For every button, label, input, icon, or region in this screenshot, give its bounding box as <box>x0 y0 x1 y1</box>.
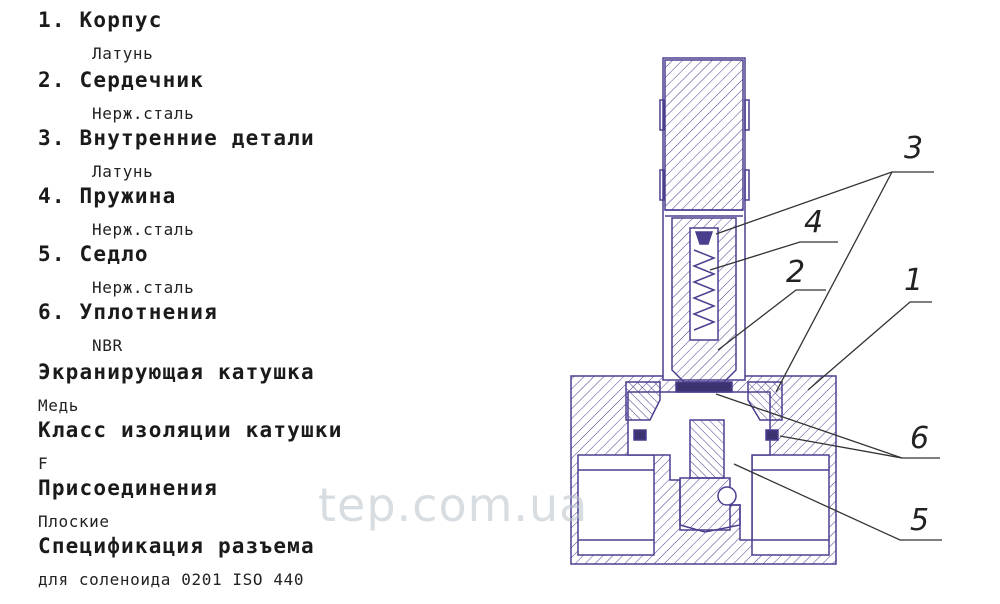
extra-heading-connections: Присоединения <box>38 476 218 500</box>
spec-value-4: Нерж.сталь <box>92 220 195 239</box>
spring <box>691 231 717 331</box>
callout-1: 1 <box>904 263 923 298</box>
spec-value-1: Латунь <box>92 44 154 63</box>
callout-3: 3 <box>904 131 923 166</box>
extra-heading-coil: Экранирующая катушка <box>38 360 315 384</box>
spec-value-5: Нерж.сталь <box>92 278 195 297</box>
spec-value-6: NBR <box>92 336 123 355</box>
spec-list: 1. Корпус Латунь 2. Сердечник Нерж.сталь… <box>38 0 558 604</box>
extra-value-connections: Плоские <box>38 512 110 531</box>
extra-heading-insulation: Класс изоляции катушки <box>38 418 343 442</box>
callout-2: 2 <box>786 255 805 290</box>
valve-seat <box>679 477 741 533</box>
spec-value-3: Латунь <box>92 162 154 181</box>
callout-5: 5 <box>910 503 929 538</box>
inner-parts <box>625 381 783 479</box>
extra-heading-connector: Спецификация разъема <box>38 534 315 558</box>
spec-heading-6: 6. Уплотнения <box>38 300 218 324</box>
fixed-core <box>664 59 744 217</box>
spec-heading-2: 2. Сердечник <box>38 68 205 92</box>
spec-heading-4: 4. Пружина <box>38 184 177 208</box>
spec-value-2: Нерж.сталь <box>92 104 195 123</box>
spec-heading-3: 3. Внутренние детали <box>38 126 315 150</box>
spec-heading-5: 5. Седло <box>38 242 149 266</box>
spec-heading-1: 1. Корпус <box>38 8 163 32</box>
extra-value-insulation: F <box>38 454 49 473</box>
watermark: tep.com.ua <box>318 478 589 532</box>
leader-lines <box>709 171 942 541</box>
extra-value-coil: Медь <box>38 396 79 415</box>
callout-6: 6 <box>910 421 929 456</box>
seals <box>633 381 779 441</box>
extra-value-connector: для соленоида 0201 ISO 440 <box>38 570 305 589</box>
callout-4: 4 <box>804 205 823 240</box>
